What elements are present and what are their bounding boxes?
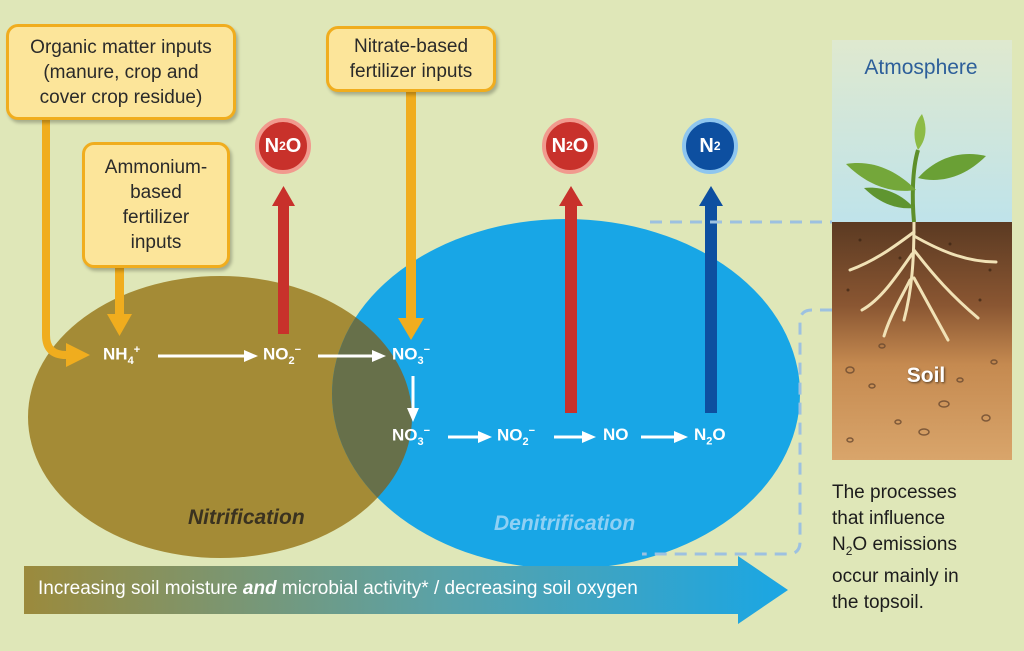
ammonium-fertilizer-input-box: Ammonium- based fertilizer inputs [82,142,230,268]
reaction-arrows [158,350,688,443]
n2-arrow [705,204,717,413]
nitrification-n2o-arrowhead [272,186,295,206]
denitrification-n2o-arrowhead [559,186,583,206]
nitrate-species-top: NO3− [392,344,431,368]
nitrification-ellipse [28,276,412,558]
ammonium-species: NH4+ [103,344,141,368]
nitrite-species-nitrification: NO2− [263,344,302,368]
nitrate-species-bottom: NO3− [392,425,431,449]
nitrate-input-arrow [406,92,416,320]
organic-input-arrow [42,120,70,359]
topsoil-note: The processes that influence N2O emissio… [832,482,959,613]
ammonium-input-arrowhead [107,314,132,336]
organic-matter-input-box: Organic matter inputs (manure, crop and … [6,24,236,120]
atmosphere-label: Atmosphere [864,56,978,79]
n2-arrowhead [699,186,723,206]
gradient-arrow-bar [24,556,788,624]
nitrite-species-denitrification: NO2− [497,425,536,449]
soil-profile-panel [832,40,1012,460]
ammonium-input-arrow [115,266,124,316]
nitrate-fertilizer-input-box: Nitrate-based fertilizer inputs [326,26,496,92]
nitric-oxide-species: NO [603,425,629,444]
nitrification-n2o-arrow [278,204,289,334]
soil-label: Soil [906,364,946,387]
gradient-bar-label: Increasing soil moisture and microbial a… [38,578,638,599]
dashed-connector [642,220,832,556]
nitrification-label: Nitrification [188,506,305,529]
organic-input-arrowhead [66,343,90,367]
denitrification-n2o-arrow [565,204,577,413]
nitrate-input-arrowhead [398,318,424,340]
plant-icon [846,114,998,342]
nitrous-oxide-species: N2O [694,425,726,448]
denitrification-label: Denitrification [494,512,636,535]
